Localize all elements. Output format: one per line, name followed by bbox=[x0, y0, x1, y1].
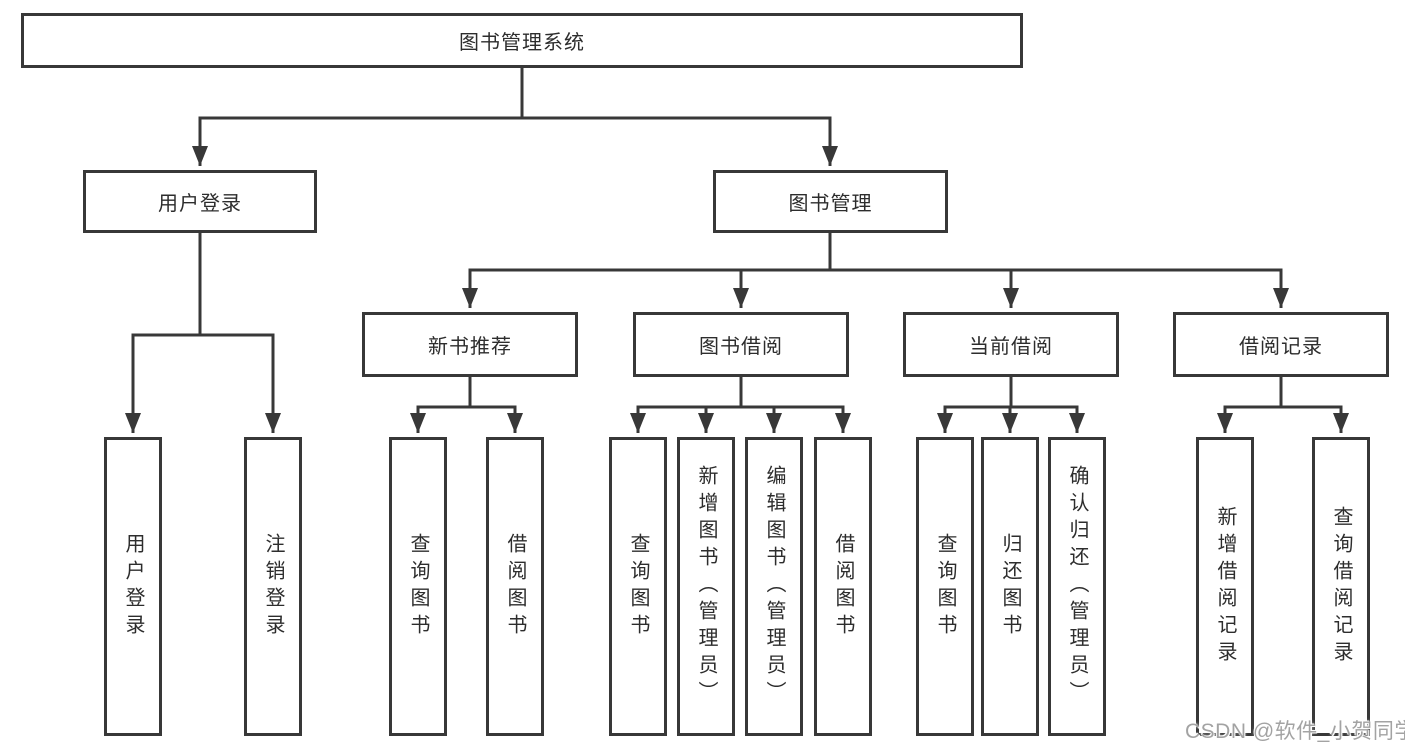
csdn-watermark: CSDN @软件_小贺同学 bbox=[1185, 720, 1405, 743]
leaf-bb-borrow-books: 借阅图书 bbox=[814, 437, 872, 736]
leaf-nb-query-books: 查询图书 bbox=[389, 437, 447, 736]
node-book-borrowing: 图书借阅 bbox=[633, 312, 849, 377]
leaf-cb-query-books: 查询图书 bbox=[916, 437, 974, 736]
leaf-logout-login: 注销登录 bbox=[244, 437, 302, 736]
leaf-cb-confirm-return-admin: 确认归还（管理员） bbox=[1048, 437, 1106, 736]
leaf-nb-borrow-books: 借阅图书 bbox=[486, 437, 544, 736]
leaf-bb-edit-books-admin: 编辑图书（管理员） bbox=[745, 437, 803, 736]
node-library-system: 图书管理系统 bbox=[21, 13, 1023, 68]
node-current-borrowing: 当前借阅 bbox=[903, 312, 1119, 377]
leaf-user-login: 用户登录 bbox=[104, 437, 162, 736]
leaf-bb-add-books-admin: 新增图书（管理员） bbox=[677, 437, 735, 736]
node-new-book-recommend: 新书推荐 bbox=[362, 312, 578, 377]
leaf-cb-return-books: 归还图书 bbox=[981, 437, 1039, 736]
node-user-login: 用户登录 bbox=[83, 170, 317, 233]
leaf-br-add-record: 新增借阅记录 bbox=[1196, 437, 1254, 736]
leaf-bb-query-books: 查询图书 bbox=[609, 437, 667, 736]
node-borrowing-records: 借阅记录 bbox=[1173, 312, 1389, 377]
leaf-br-query-record: 查询借阅记录 bbox=[1312, 437, 1370, 736]
node-book-management: 图书管理 bbox=[713, 170, 948, 233]
